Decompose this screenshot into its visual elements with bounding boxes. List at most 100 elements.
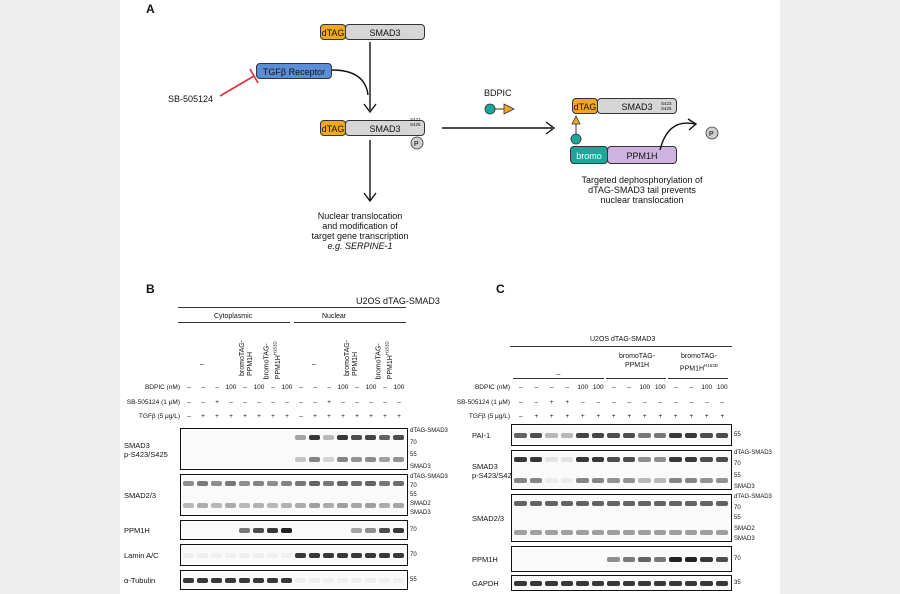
panel-b-band <box>295 435 306 440</box>
panel-c-band <box>607 457 620 462</box>
panel-c-cond-value: + <box>565 399 570 406</box>
panel-b-band <box>295 481 306 486</box>
panel-b-cond-value: + <box>355 413 359 420</box>
panel-c-band <box>607 501 620 506</box>
panel-c-mw-label: 55 <box>734 432 741 438</box>
panel-b-mw-label: 70 <box>410 483 417 489</box>
panel-b-band <box>379 578 390 583</box>
panel-b-band <box>239 578 250 583</box>
panel-c-band <box>638 433 651 438</box>
panel-c-cond-label: SB-505124 (1 μM) <box>456 399 510 406</box>
panel-c-cond-value: 100 <box>577 384 589 391</box>
panel-b-band <box>281 481 292 486</box>
right-caption-line-2: dTAG-SMAD3 tail prevents <box>588 185 696 195</box>
panel-c-blot-label-line: SMAD3 <box>472 462 498 471</box>
panel-a-letter: A <box>146 2 155 16</box>
panel-b-cond-value: – <box>383 384 387 391</box>
panel-b-band <box>365 553 376 558</box>
panel-c-cond-value: + <box>627 413 632 420</box>
panel-c-cond-value: 100 <box>701 384 713 391</box>
panel-c-band <box>560 530 573 535</box>
panel-c-blot-label-line: p-S423/S425 <box>472 471 516 480</box>
panel-c-blot-label: GAPDH <box>472 579 499 588</box>
panel-c-band <box>576 530 589 535</box>
panel-c-blot-label: PAI-1 <box>472 431 491 440</box>
panel-b-cond-value: – <box>355 384 359 391</box>
arrow-activation-head <box>363 103 377 114</box>
panel-b-band <box>337 553 348 558</box>
panel-b-letter: B <box>146 282 155 296</box>
panel-b-band <box>337 578 348 583</box>
panel-b-cond-label: BDPIC (nM) <box>144 384 180 391</box>
panel-b-cond-value: – <box>243 399 247 406</box>
panel-c-blot-label: SMAD2/3 <box>472 514 505 523</box>
panel-b-cond-value: + <box>215 399 219 406</box>
panel-b-band <box>281 578 292 583</box>
panel-c-mw-label: 55 <box>734 515 741 521</box>
panel-c-mw-label: dTAG-SMAD3 <box>734 494 772 500</box>
inhibition-bar <box>249 68 259 84</box>
panel-c-cond-value: + <box>565 413 570 420</box>
phospho-text-released: P <box>709 131 714 138</box>
panel-c-cond-value: – <box>611 399 616 406</box>
panel-b-band <box>253 503 264 508</box>
panel-b-cond-value: – <box>285 399 289 406</box>
panel-b-band <box>379 553 390 558</box>
panel-b-cond-value: 100 <box>365 384 377 391</box>
panel-b-band <box>309 553 320 558</box>
panel-c-cond-value: + <box>534 413 539 420</box>
panel-b-band <box>393 503 404 508</box>
panel-b-blot-strip <box>180 474 408 516</box>
bdpic-label: BDPIC <box>484 88 512 98</box>
panel-b-band <box>337 481 348 486</box>
panel-b-cond-label: SB-505124 (1 μM) <box>126 399 180 406</box>
panel-b-band <box>393 553 404 558</box>
panel-c-band <box>669 457 682 462</box>
smad3-box-mid: SMAD3 <box>345 120 425 136</box>
panel-b-mw-label: 70 <box>410 440 417 446</box>
panel-c-cond-value: – <box>673 399 678 406</box>
panel-c-mw-label: SMAD2 <box>734 525 755 532</box>
panel-b-mw-label: dTAG-SMAD3 <box>410 428 448 434</box>
panel-b-band <box>295 503 306 508</box>
panel-b-cond-value: – <box>271 399 275 406</box>
panel-c-mw-label: dTAG-SMAD3 <box>734 450 772 456</box>
panel-c-mw-label: SMAD3 <box>734 536 755 542</box>
panel-c-band <box>715 433 728 438</box>
panel-c-band <box>514 433 527 438</box>
panel-b-band <box>183 503 194 508</box>
ppm1h-box: PPM1H <box>607 146 677 164</box>
panel-c-cond-value: + <box>611 413 616 420</box>
panel-b-cond-value: – <box>187 399 191 406</box>
panel-b-band <box>197 553 208 558</box>
panel-b-band <box>379 528 390 533</box>
panel-c-cond-value: + <box>704 413 709 420</box>
panel-c-band <box>622 457 635 462</box>
panel-b-band <box>323 435 334 440</box>
panel-b-blot-label: α-Tubulin <box>124 576 156 585</box>
panel-b-band <box>281 503 292 508</box>
panel-b-band <box>351 503 362 508</box>
panel-b-group-label-part: bromoTAG- <box>344 339 351 376</box>
panel-b-group-vertical-label: bromoTAG-PPM1HH153D <box>376 341 395 379</box>
panel-b-band <box>379 457 390 462</box>
panel-b-band <box>197 503 208 508</box>
phospho-circle-released <box>705 126 719 140</box>
panel-c-band <box>591 501 604 506</box>
panel-c-band <box>607 530 620 535</box>
panel-c-band <box>653 478 666 483</box>
panel-b-cond-value: + <box>215 413 219 420</box>
panel-b-band <box>211 553 222 558</box>
panel-c-band <box>545 501 558 506</box>
panel-c-band <box>684 433 697 438</box>
panel-b-mw-label: 55 <box>410 577 417 583</box>
panel-c-band <box>514 581 527 586</box>
panel-b-mw-label: dTAG-SMAD3 <box>410 474 448 480</box>
panel-b-group-sup: H153D <box>384 341 390 356</box>
panel-c-cond-value: + <box>689 413 694 420</box>
panel-c-band <box>653 530 666 535</box>
panel-b-mw-label: SMAD2 <box>410 501 431 507</box>
panel-c-blot-strip <box>511 494 732 542</box>
panel-b-band <box>351 481 362 486</box>
